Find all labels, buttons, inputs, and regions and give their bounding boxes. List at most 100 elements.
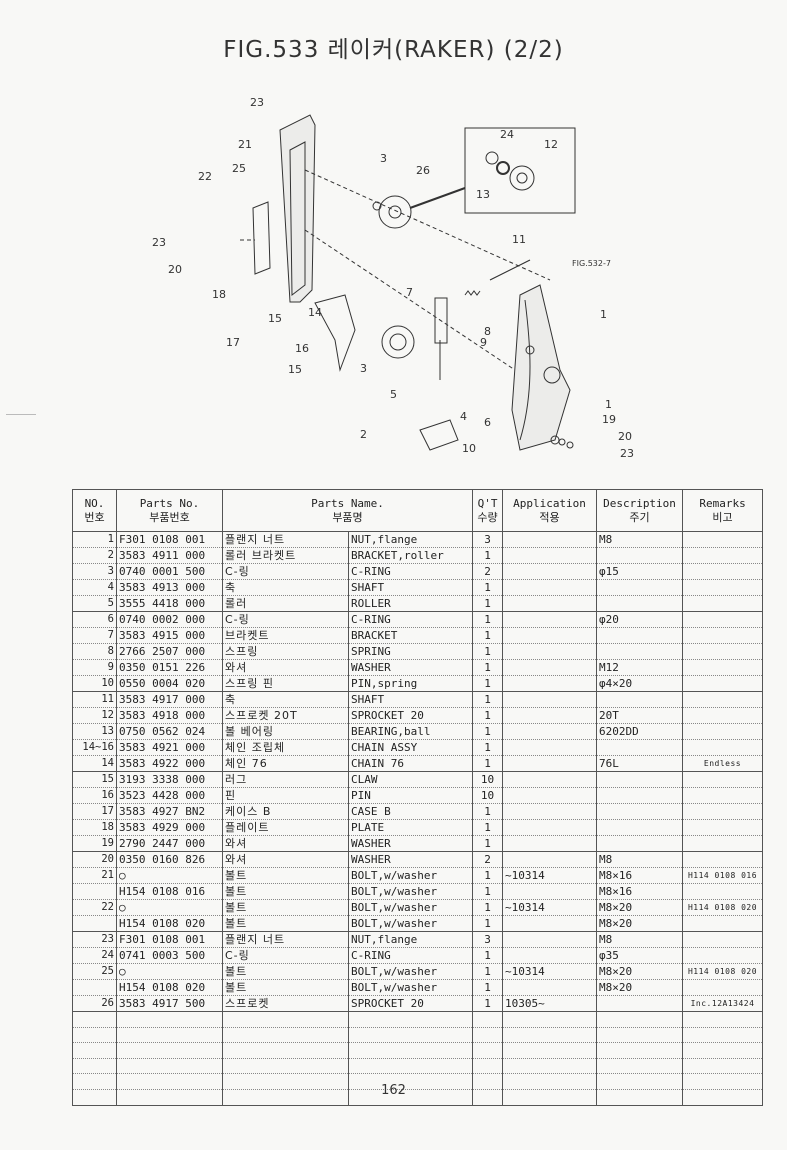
callout: 20 xyxy=(168,263,182,276)
callout: 11 xyxy=(512,233,526,246)
quantity: 1 xyxy=(472,643,504,660)
callout: 10 xyxy=(462,442,476,455)
roller-shape xyxy=(381,325,415,359)
part-name-english: SHAFT xyxy=(347,691,474,708)
part-number-index: 12 xyxy=(72,707,117,724)
remarks xyxy=(682,979,764,996)
part-name-english xyxy=(347,1042,474,1059)
part-number-index: 13 xyxy=(72,723,117,740)
part-name-english xyxy=(347,1089,474,1106)
description xyxy=(596,1042,684,1059)
part-name-english: PIN xyxy=(347,787,474,804)
part-name-english: CLAW xyxy=(347,771,474,788)
part-name-english: CHAIN ASSY xyxy=(347,739,474,756)
application xyxy=(502,787,598,804)
remarks xyxy=(682,1058,764,1075)
callout: 20 xyxy=(618,430,632,443)
description xyxy=(596,595,684,612)
quantity: 1 xyxy=(472,979,504,996)
part-name-english: BOLT,w/washer xyxy=(347,899,474,916)
remarks xyxy=(682,739,764,756)
part-name-korean: 와셔 xyxy=(222,659,349,676)
sprocket-26-shape xyxy=(378,195,412,229)
part-number-index xyxy=(72,979,117,996)
part-name-korean: 볼트 xyxy=(222,915,349,932)
description: M8×20 xyxy=(596,915,684,932)
quantity: 2 xyxy=(472,851,504,868)
application xyxy=(502,643,598,660)
part-name-korean: 와셔 xyxy=(222,851,349,868)
part-name-english: BEARING,ball xyxy=(347,723,474,740)
part-number-index: 10 xyxy=(72,675,117,692)
part-number-index: 15 xyxy=(72,771,117,788)
part-code: H154 0108 020 xyxy=(116,979,223,996)
part-name-english: WASHER xyxy=(347,659,474,676)
part-number-index: 8 xyxy=(72,643,117,660)
part-name-korean: 플랜지 너트 xyxy=(222,931,349,948)
part-name-english: C-RING xyxy=(347,563,474,580)
remarks xyxy=(682,611,764,628)
part-code: F301 0108 001 xyxy=(116,931,223,948)
quantity: 1 xyxy=(472,963,504,980)
table-row xyxy=(72,1027,764,1044)
description: M8×20 xyxy=(596,963,684,980)
application xyxy=(502,1058,598,1075)
description: M12 xyxy=(596,659,684,676)
remarks xyxy=(682,595,764,612)
remarks xyxy=(682,723,764,740)
callout: 9 xyxy=(480,336,487,349)
application xyxy=(502,691,598,708)
part-name-korean: 축 xyxy=(222,579,349,596)
part-number-index xyxy=(72,883,117,900)
part-code: 0740 0001 500 xyxy=(116,563,223,580)
part-name-english: WASHER xyxy=(347,851,474,868)
quantity: 10 xyxy=(472,787,504,804)
part-number-index: 9 xyxy=(72,659,117,676)
remarks xyxy=(682,547,764,564)
remarks xyxy=(682,947,764,964)
part-number-index: 5 xyxy=(72,595,117,612)
description xyxy=(596,691,684,708)
part-name-english: C-RING xyxy=(347,611,474,628)
description: M8×16 xyxy=(596,883,684,900)
application xyxy=(502,931,598,948)
part-code: 0550 0004 020 xyxy=(116,675,223,692)
application xyxy=(502,547,598,564)
part-number-index xyxy=(72,1011,117,1028)
callout: 21 xyxy=(238,138,252,151)
part-code: ○ xyxy=(116,963,223,980)
claw-shape xyxy=(314,294,356,372)
part-name-english: SPROCKET 20 xyxy=(347,995,474,1012)
part-number-index: 26 xyxy=(72,995,117,1012)
case-b-shape xyxy=(279,114,316,303)
part-name-english xyxy=(347,1027,474,1044)
description: M8×16 xyxy=(596,867,684,884)
description xyxy=(596,643,684,660)
description xyxy=(596,835,684,852)
table-row xyxy=(72,1058,764,1075)
application xyxy=(502,563,598,580)
part-code: ○ xyxy=(116,899,223,916)
part-name-english: PIN,spring xyxy=(347,675,474,692)
application xyxy=(502,883,598,900)
part-name-korean: C-링 xyxy=(222,611,349,628)
description: M8 xyxy=(596,851,684,868)
remarks xyxy=(682,1042,764,1059)
quantity: 1 xyxy=(472,691,504,708)
part-name-korean: 스프로켓 20T xyxy=(222,707,349,724)
application xyxy=(502,531,598,548)
part-name-korean: 핀 xyxy=(222,787,349,804)
part-name-korean xyxy=(222,1042,349,1059)
callout: 18 xyxy=(212,288,226,301)
part-name-korean xyxy=(222,1058,349,1075)
